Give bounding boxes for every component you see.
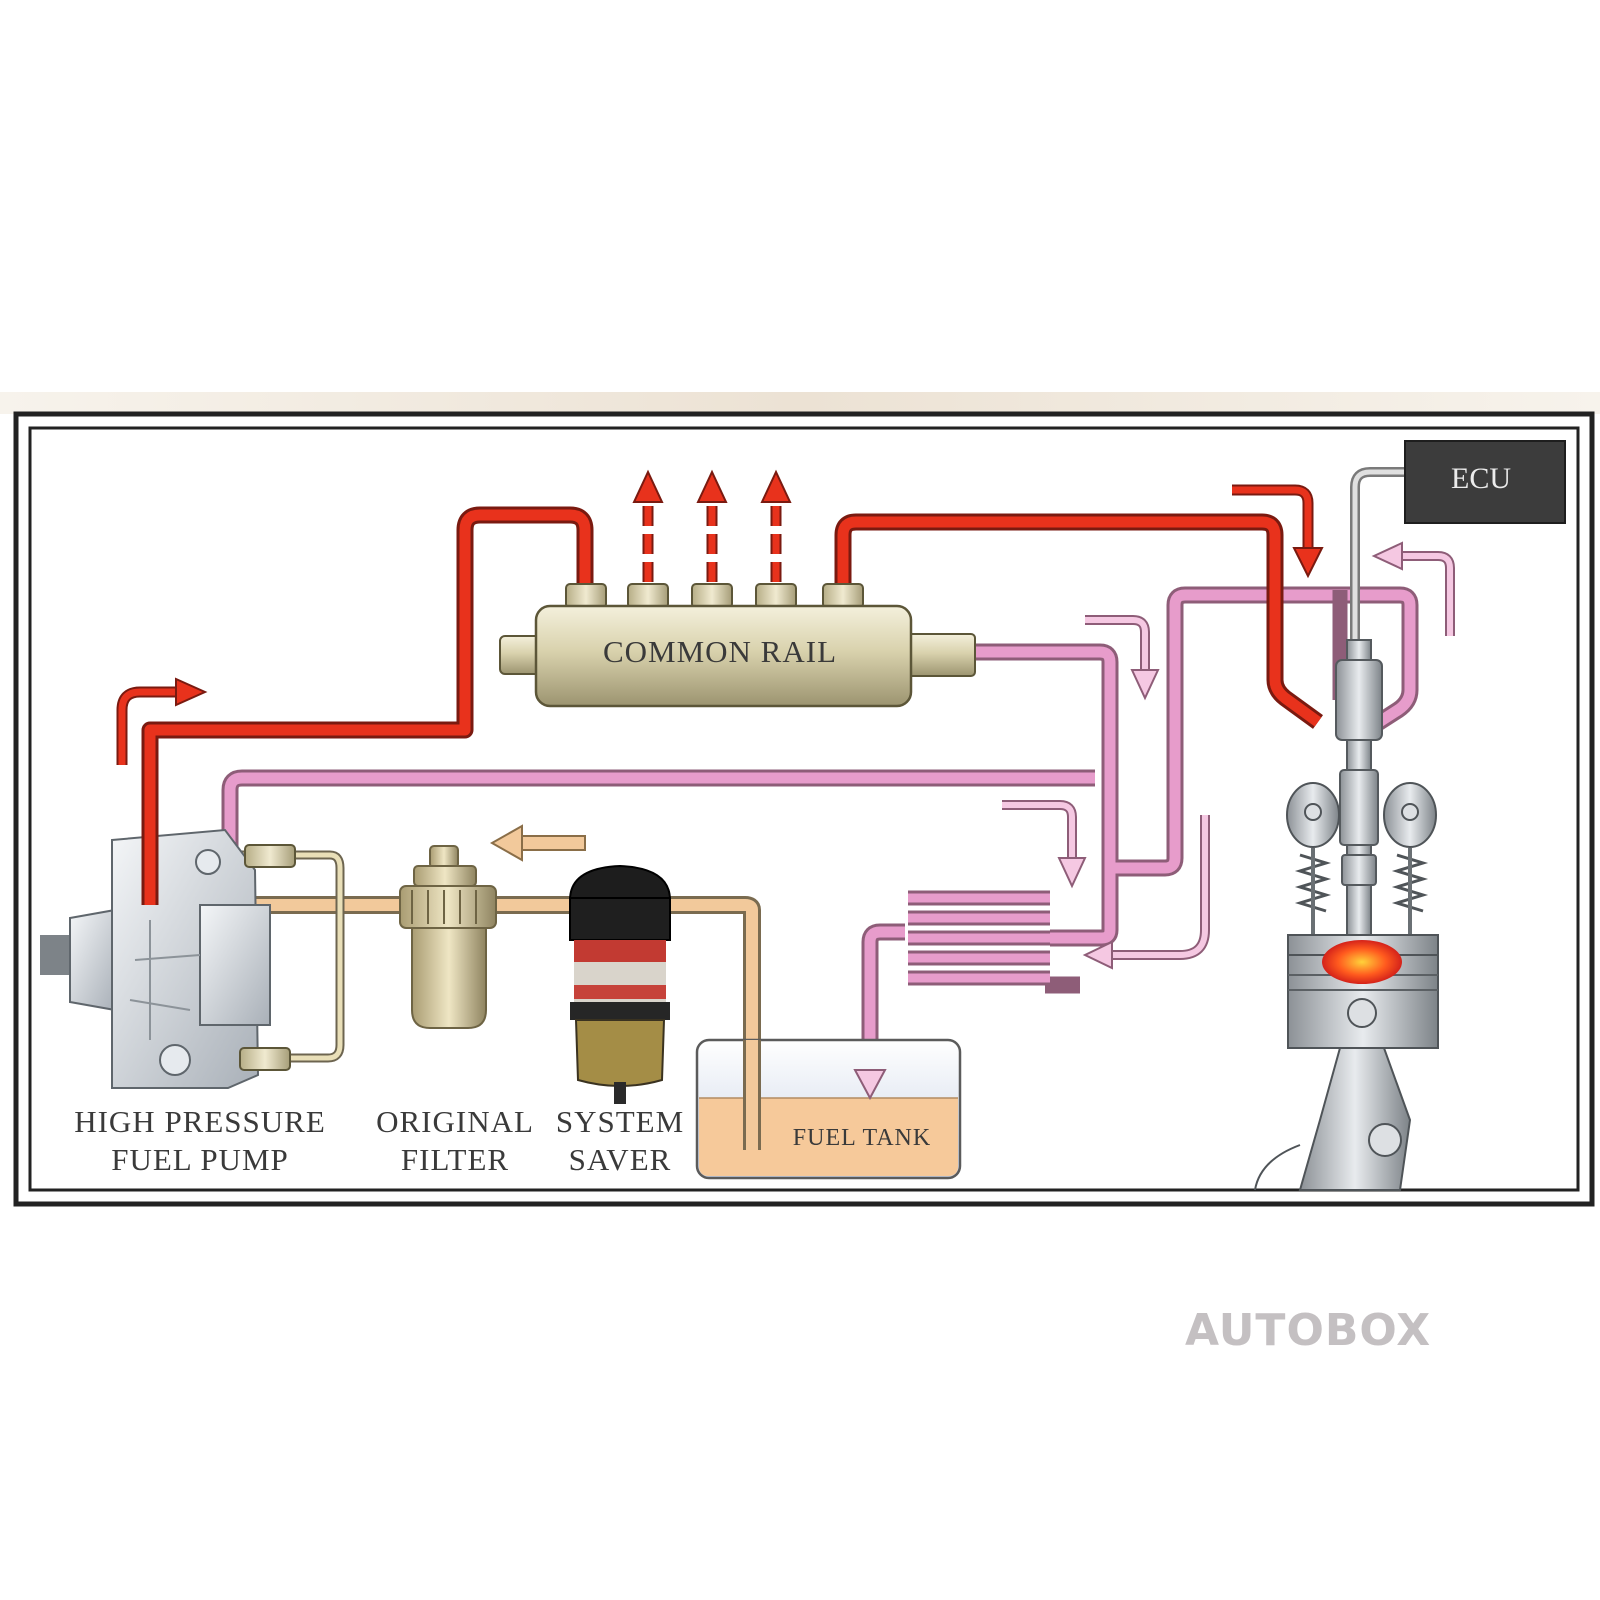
filter-label-line2: FILTER	[401, 1142, 509, 1177]
valves	[1286, 782, 1437, 935]
injector	[1335, 639, 1383, 941]
original-filter	[399, 845, 497, 1029]
fuel-tank: FUEL TANK	[695, 1038, 962, 1180]
high-pressure-lines	[141, 506, 1323, 890]
watermark: AUTOBOX	[1185, 1305, 1432, 1356]
return-arrows	[1002, 615, 1210, 970]
pump-label-line1: HIGH PRESSURE	[74, 1104, 326, 1139]
return-arrow-tank	[853, 1069, 887, 1101]
ecu: ECU	[1350, 440, 1566, 660]
piston	[1254, 934, 1439, 1191]
saver-label-line1: SYSTEM	[556, 1104, 684, 1139]
fuel-tank-label: FUEL TANK	[793, 1125, 931, 1151]
return-lines	[221, 586, 1419, 1075]
rail-ports	[565, 583, 864, 609]
pressure-arrow-pump	[116, 677, 208, 765]
combustion-flame	[1322, 940, 1402, 984]
top-band	[0, 392, 1600, 414]
fuel-cooler	[905, 888, 1050, 986]
component-labels: HIGH PRESSURE FUEL PUMP ORIGINAL FILTER …	[74, 1104, 684, 1177]
supply-lines	[240, 850, 761, 1145]
return-arrow-top-right	[1371, 541, 1455, 636]
pressure-arrow-injector	[1232, 484, 1324, 579]
ecu-label: ECU	[1451, 462, 1511, 495]
system-saver	[568, 864, 672, 1104]
filter-label-line1: ORIGINAL	[376, 1104, 534, 1139]
rail-outlet-arrows	[632, 469, 792, 582]
saver-label-line2: SAVER	[569, 1142, 672, 1177]
supply-arrow	[489, 824, 586, 862]
common-rail-label: COMMON RAIL	[603, 634, 837, 669]
common-rail: COMMON RAIL	[499, 583, 976, 708]
pump-label-line2: FUEL PUMP	[111, 1142, 289, 1177]
